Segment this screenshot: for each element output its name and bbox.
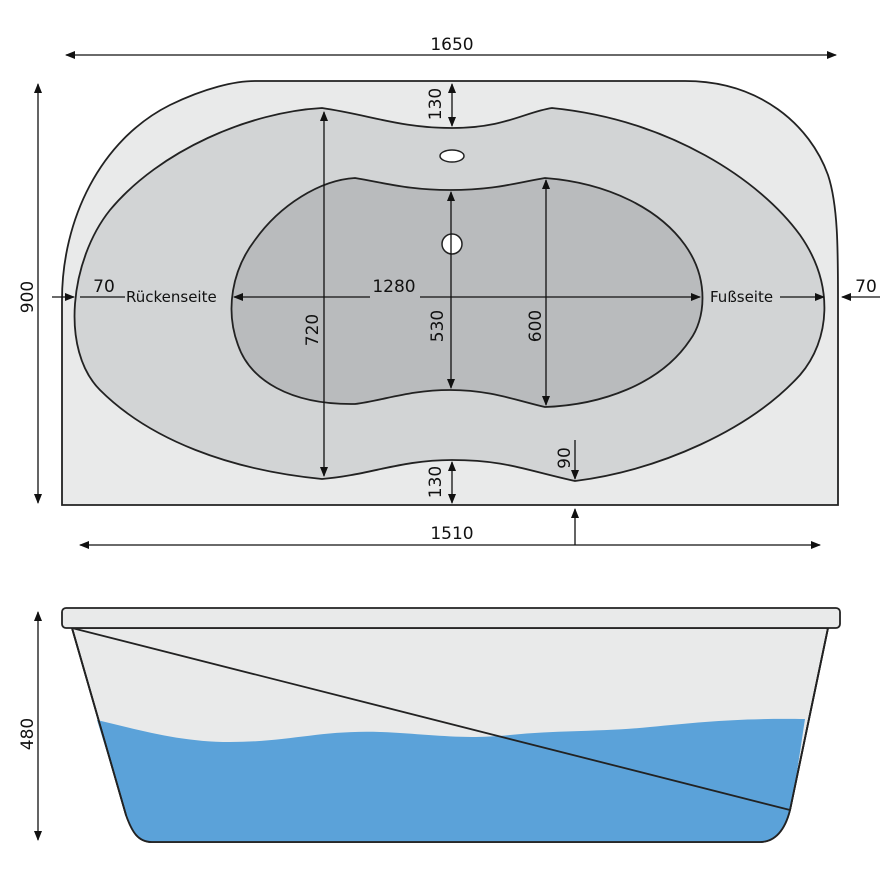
dim-rim-top-label: 130 bbox=[426, 88, 446, 120]
dim-1280-label: 1280 bbox=[372, 277, 415, 297]
dim-530-label: 530 bbox=[428, 310, 448, 342]
dim-720-label: 720 bbox=[303, 314, 323, 346]
dim-rim-foot-label: 70 bbox=[855, 277, 877, 297]
dim-480-label: 480 bbox=[18, 718, 38, 750]
inner-basin bbox=[230, 177, 704, 408]
side-view: 480 bbox=[18, 607, 841, 843]
dim-1510-label: 1510 bbox=[430, 524, 473, 544]
back-side-label: Rückenseite bbox=[126, 288, 217, 306]
tub-body-walls bbox=[71, 627, 829, 816]
tub-body-outline bbox=[71, 627, 829, 843]
dim-rim-bottom-label: 130 bbox=[426, 466, 446, 498]
overflow-hole bbox=[439, 149, 465, 163]
dim-600-label: 600 bbox=[526, 310, 546, 342]
dim-90-label: 90 bbox=[555, 447, 575, 469]
dim-900-label: 900 bbox=[18, 281, 38, 313]
drain-hole bbox=[441, 233, 463, 255]
dim-1650-label: 1650 bbox=[430, 35, 473, 55]
dim-rim-back-label: 70 bbox=[93, 277, 115, 297]
foot-side-label: Fußseite bbox=[710, 288, 773, 306]
tub-rim bbox=[61, 607, 841, 629]
water bbox=[97, 718, 805, 842]
top-view: 1650 900 130 720 530 600 1280 70 Rückens… bbox=[18, 35, 880, 549]
